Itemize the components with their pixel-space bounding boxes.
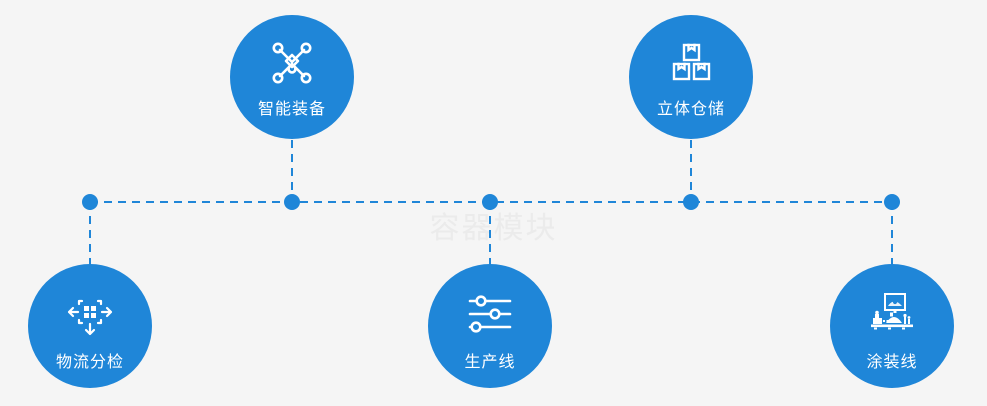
- module-label: 物流分检: [55, 352, 124, 371]
- module-circle[interactable]: 涂装线: [830, 264, 954, 388]
- module-liti-cangchu[interactable]: 立体仓储: [629, 15, 753, 139]
- vertical-connector-group: [89, 140, 893, 268]
- module-circle[interactable]: 智能装备: [230, 15, 354, 139]
- spine-node-group: [82, 194, 900, 210]
- module-circle[interactable]: 生产线: [428, 264, 552, 388]
- spine-node-5[interactable]: [884, 194, 900, 210]
- module-label: 立体仓储: [656, 99, 725, 118]
- spine-node-1[interactable]: [82, 194, 98, 210]
- spine-node-2[interactable]: [284, 194, 300, 210]
- stacked-boxes-icon: [672, 43, 711, 81]
- module-label: 生产线: [464, 352, 516, 371]
- module-label: 涂装线: [866, 352, 918, 371]
- module-circle[interactable]: 立体仓储: [629, 15, 753, 139]
- spine-node-3[interactable]: [482, 194, 498, 210]
- module-tuzhuangxian[interactable]: 涂装线: [830, 264, 954, 388]
- module-wuliu-fenjian[interactable]: 物流分检: [28, 264, 152, 388]
- module-circle[interactable]: 物流分检: [28, 264, 152, 388]
- module-shengchanxian[interactable]: 生产线: [428, 264, 552, 388]
- network-nodes-icon: [272, 42, 312, 84]
- coating-machine-icon: [871, 293, 913, 330]
- spine-node-4[interactable]: [683, 194, 699, 210]
- sliders-icon: [468, 295, 512, 333]
- module-label: 智能装备: [257, 99, 326, 118]
- module-zhineng-zhuangbei[interactable]: 智能装备: [230, 15, 354, 139]
- sorting-grid-arrows-icon: [67, 299, 113, 336]
